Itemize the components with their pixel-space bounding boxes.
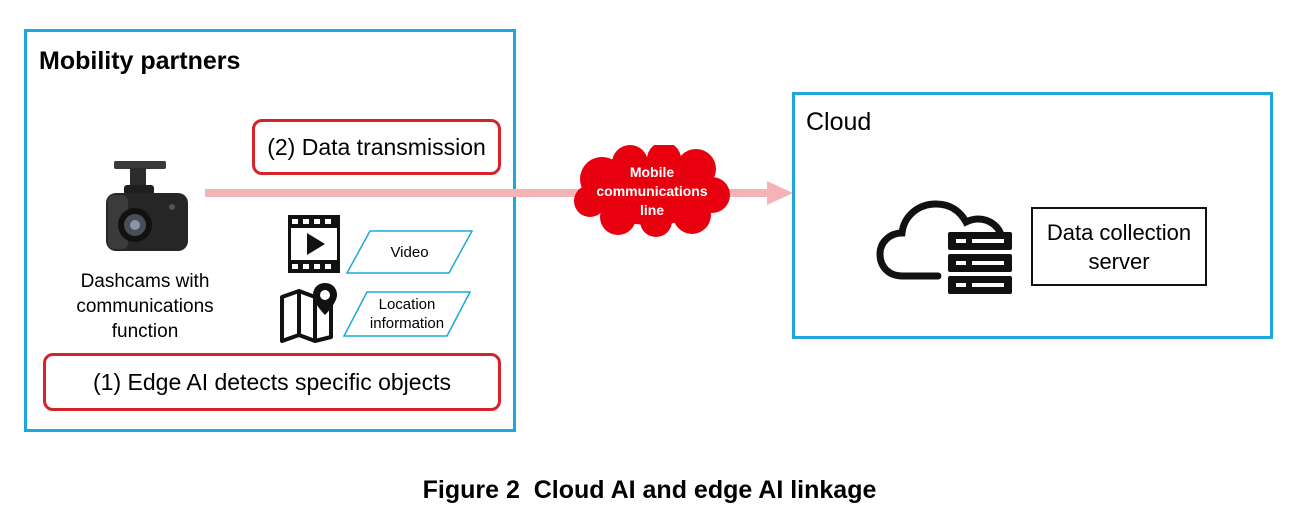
video-data-label: Video — [346, 230, 473, 274]
mobile-network-label-line: communications — [596, 183, 708, 199]
dashcam-label-line: Dashcams with — [80, 271, 210, 292]
figure-caption: Figure 2 Cloud AI and edge AI linkage — [422, 476, 877, 504]
dashcam-label-line: function — [111, 321, 179, 342]
cloud-panel-title: Cloud — [806, 108, 872, 136]
mobile-network-cloud-icon — [574, 145, 730, 237]
location-label-line: Location — [378, 296, 436, 313]
edge-ai-label: (1) Edge AI detects specific objects — [93, 368, 451, 395]
edge-ai-step: (1) Edge AI detects specific objects — [43, 353, 501, 411]
mobility-partners-panel — [24, 29, 516, 432]
mobile-network-label-line: line — [639, 202, 665, 218]
transmission-arrow — [205, 181, 793, 205]
dashcam-label-line: communications — [76, 296, 214, 317]
data-collection-server-box: Data collection server — [1031, 207, 1207, 286]
data-transmission-label: (2) Data transmission — [267, 133, 486, 160]
dashcam-label: Dashcams with communications function — [55, 269, 235, 344]
mobility-panel-title: Mobility partners — [39, 47, 241, 75]
server-label-line: server — [1088, 248, 1150, 274]
mobile-network-label: Mobile communications line — [592, 163, 712, 220]
mobile-network-label-line: Mobile — [629, 164, 675, 180]
cloud-panel — [792, 92, 1273, 339]
map-location-icon — [280, 283, 337, 343]
server-label-line: Data collection — [1046, 219, 1192, 245]
data-transmission-step: (2) Data transmission — [252, 119, 501, 175]
video-film-icon — [288, 215, 340, 273]
video-label-text: Video — [390, 243, 429, 261]
location-label-line: information — [369, 315, 445, 332]
dashcam-icon — [106, 161, 188, 251]
cloud-server-icon — [876, 200, 1012, 294]
location-data-label: Location information — [343, 291, 471, 337]
